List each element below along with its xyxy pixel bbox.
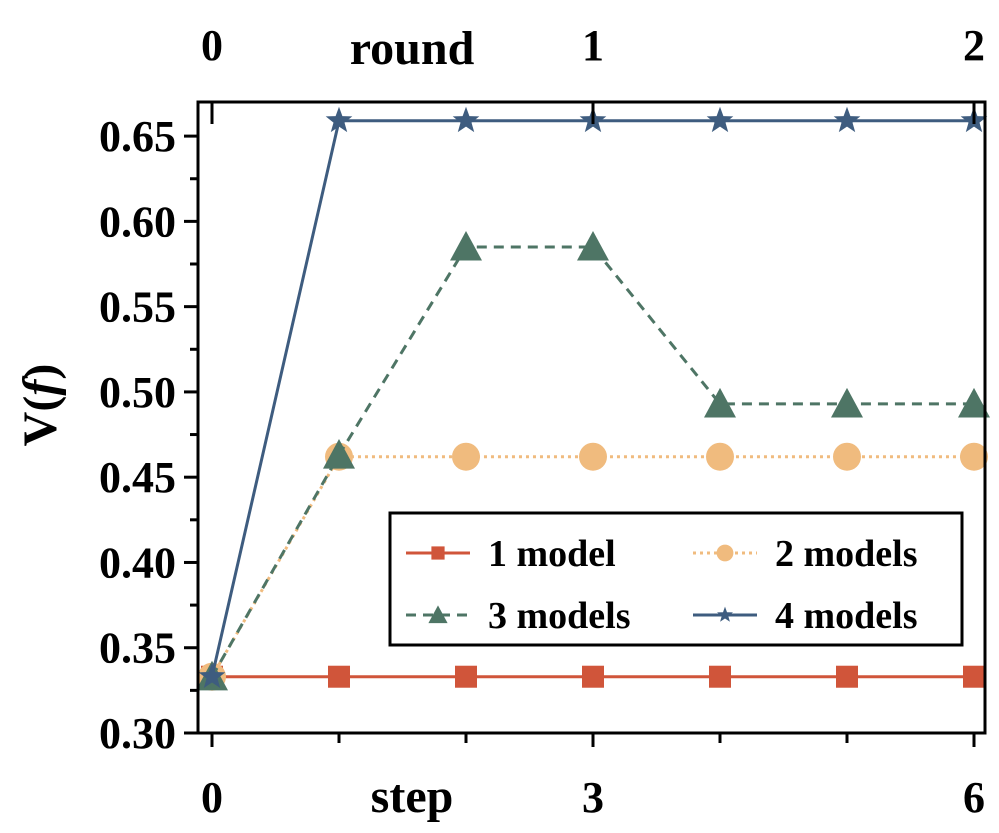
y-tick-label: 0.60 [99,197,176,246]
legend-entry: 1 model [406,533,616,575]
data-point [706,106,734,133]
legend-entry: 4 models [693,595,918,637]
x-tick-label: 6 [963,773,985,822]
legend-label: 3 models [488,595,631,637]
legend-marker [716,544,734,562]
axes: 0.30 0.35 0.40 0.45 0.50 0.55 0.60 0.65 0 3 6 0 1 2 [99,21,987,822]
y-axis-title-prefix: V( [14,396,67,447]
x-tick-label: 3 [582,773,604,822]
legend-marker [428,605,448,624]
legend-marker [717,606,733,622]
data-point [325,106,353,133]
legend-entry: 3 models [406,595,631,637]
y-axis-title-italic: f [14,376,67,396]
data-point [577,230,609,261]
y-axis-title-suffix: ) [14,364,67,380]
data-point [836,665,858,688]
legend: 1 model 2 models 3 models 4 models [388,511,964,647]
data-point [455,665,477,688]
data-point [323,439,355,469]
legend-entry: 2 models [693,533,918,575]
y-tick-label: 0.40 [99,538,176,587]
data-point [706,442,734,471]
x-axis-title: step [371,770,454,823]
data-point [963,665,985,688]
legend-label: 2 models [775,533,918,575]
y-tick-label: 0.65 [99,112,176,161]
data-point [704,387,736,418]
y-tick-label: 0.35 [99,624,176,673]
data-point [831,387,863,418]
x-tick-label: 0 [201,773,223,822]
data-point [452,442,480,471]
data-point [833,106,861,133]
data-point [960,442,988,471]
data-point [958,387,990,418]
data-point [198,662,226,688]
y-axis-title: V(f) [14,364,67,447]
legend-label: 1 model [488,533,616,575]
y-tick-label: 0.30 [99,709,176,758]
data-point [582,665,604,688]
top-axis-tick-label: 2 [963,21,985,70]
series-1 [201,665,985,688]
data-point [450,230,482,261]
top-axis-tick-label: 1 [582,21,604,70]
data-point [328,665,350,688]
data-point [452,106,480,133]
data-point [579,442,607,471]
data-point [709,665,731,688]
data-point [833,442,861,471]
legend-marker [431,546,445,560]
legend-box [388,511,964,647]
plot-area [196,106,990,691]
y-tick-label: 0.50 [99,368,176,417]
legend-label: 4 models [775,595,918,637]
series-3 [196,230,990,691]
y-tick-label: 0.45 [99,453,176,502]
top-axis-title: round [350,22,475,75]
top-axis-tick-label: 0 [201,21,223,70]
y-tick-label: 0.55 [99,283,176,332]
